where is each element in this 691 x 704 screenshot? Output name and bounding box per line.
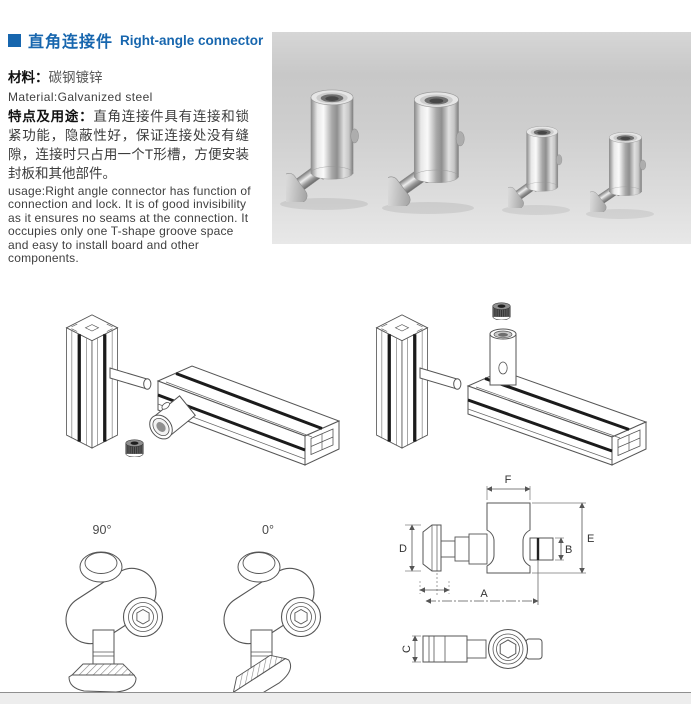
assembly-drawing-right: [374, 302, 648, 466]
svg-text:A: A: [480, 588, 488, 600]
dim-E: E: [532, 502, 594, 574]
page-title-cn: 直角连接件: [28, 34, 114, 51]
dimension-side-view: F E D B A: [399, 474, 594, 605]
usage-paragraph: usage:Right angle connector has function…: [8, 184, 251, 266]
product-photo-connectors: [280, 89, 654, 219]
horizontal-profile: [466, 370, 648, 466]
svg-text:E: E: [587, 533, 594, 545]
vertical-profile: [374, 313, 430, 450]
threaded-hole: [280, 596, 322, 638]
svg-text:B: B: [565, 544, 572, 556]
connector-photo-4: [590, 131, 647, 212]
connector-pin: [419, 367, 462, 390]
connector-photo-2: [388, 91, 465, 206]
connector-body: [223, 567, 315, 645]
connector-photo-3: [508, 126, 563, 208]
connector-pin: [109, 367, 152, 390]
features-paragraph: 特点及用途：直角连接件具有连接和锁紧功能，隐蔽性好，保证连接处没有缝隙，连接时只…: [8, 107, 249, 183]
connector-body: [65, 567, 157, 645]
dim-head-width: [419, 581, 450, 594]
angle-connector-on-beam: [149, 395, 196, 440]
vertical-profile: [64, 313, 120, 450]
angle-label-90: 90°: [92, 523, 112, 537]
material-block: 材料：碳钢镀锌 Material:Galvanized steel: [8, 66, 260, 104]
connector-drawing-0: [223, 551, 322, 694]
upright-connector: [489, 328, 517, 386]
horizontal-profile: [156, 365, 340, 466]
set-screw-nut: [125, 439, 144, 457]
product-photo: [272, 32, 691, 244]
dim-C: C: [401, 635, 421, 663]
connector-drawing-90: [65, 551, 164, 693]
svg-text:D: D: [399, 543, 407, 555]
section-header: 直角连接件 Right-angle connector: [8, 28, 263, 52]
dimension-top-view: C: [401, 628, 543, 670]
threaded-hole: [122, 596, 164, 638]
angle-label-0: 0°: [262, 523, 274, 537]
dim-F: F: [486, 474, 531, 500]
svg-text:F: F: [505, 474, 512, 486]
svg-text:C: C: [401, 645, 413, 653]
dim-A: A: [425, 588, 539, 604]
material-value: 碳钢镀锌: [48, 70, 103, 85]
material-en: Material:Galvanized steel: [8, 90, 153, 104]
side-view-part: [422, 502, 554, 605]
t-head: [68, 663, 137, 693]
features-text: 直角连接件具有连接和锁紧功能，隐蔽性好，保证连接处没有缝隙，连接时只占用一个T形…: [8, 109, 249, 181]
page-title-en: Right-angle connector: [120, 32, 264, 48]
top-view-part: [422, 628, 543, 670]
page-footer-bar: [0, 692, 691, 704]
section-marker-icon: [8, 33, 21, 47]
assembly-drawing-left: [64, 313, 340, 466]
t-head: [231, 654, 292, 694]
features-label: 特点及用途：: [8, 109, 94, 124]
connector-photo-1: [286, 89, 359, 202]
dim-B: B: [555, 537, 572, 561]
material-label: 材料：: [8, 70, 49, 85]
set-screw-nut: [492, 302, 511, 320]
dim-D: D: [399, 524, 421, 572]
